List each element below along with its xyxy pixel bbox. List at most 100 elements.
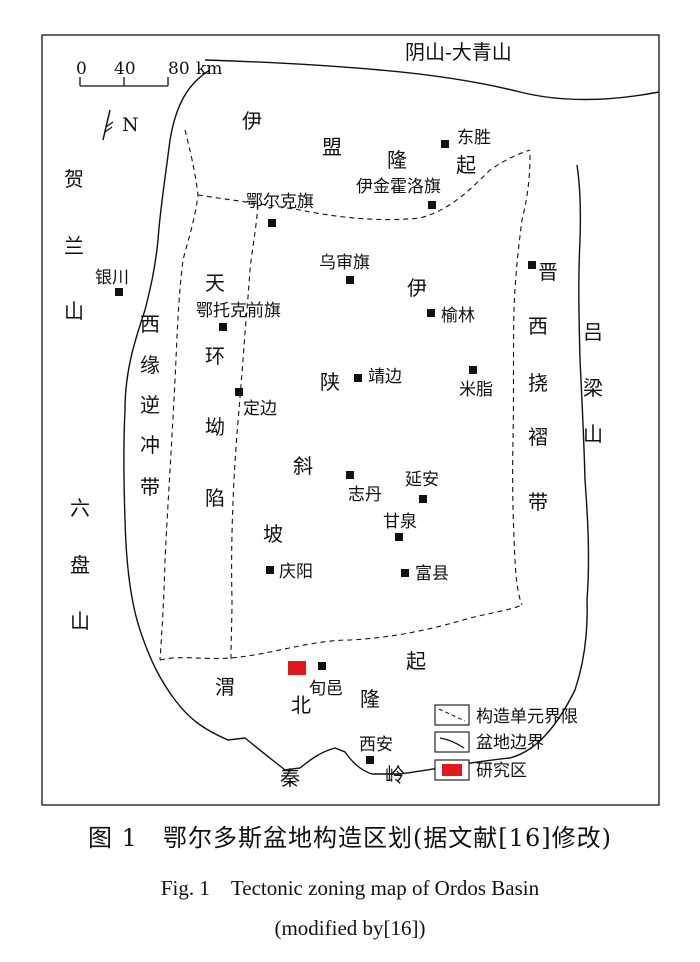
city-marker-xian xyxy=(366,756,374,764)
svg-text:西: 西 xyxy=(528,314,548,338)
svg-text:盟: 盟 xyxy=(322,135,342,159)
yinshan-edge xyxy=(204,59,660,101)
svg-text:陷: 陷 xyxy=(205,486,225,510)
svg-text:挠: 挠 xyxy=(528,371,548,395)
svg-text:起: 起 xyxy=(456,153,476,177)
city-marker-fuxian xyxy=(401,569,409,577)
city-marker-dingbian xyxy=(235,388,243,396)
svg-text:秦: 秦 xyxy=(280,766,300,790)
city-label-yanan: 延安 xyxy=(405,470,439,490)
figure-caption-zh: 图 1 鄂尔多斯盆地构造区划(据文献[16]修改) xyxy=(88,824,612,852)
north-label: N xyxy=(122,114,139,136)
city-marker-yijinhuoluo xyxy=(428,201,436,209)
city-marker-wushen xyxy=(346,276,354,284)
svg-text:坡: 坡 xyxy=(263,522,283,546)
svg-text:渭: 渭 xyxy=(215,675,235,699)
svg-text:逆: 逆 xyxy=(140,393,160,417)
svg-text:梁: 梁 xyxy=(583,376,603,400)
city-label-xunyi: 旬邑 xyxy=(309,679,343,699)
svg-text:山: 山 xyxy=(583,422,603,446)
svg-text:吕: 吕 xyxy=(583,320,603,344)
svg-text:起: 起 xyxy=(406,649,426,673)
scale-tick-40: 40 xyxy=(114,59,136,79)
city-marker-eerkeqi xyxy=(268,219,276,227)
region-label-xiyuan: 西 缘 逆 冲 带 xyxy=(140,312,160,499)
basin-boundary xyxy=(123,69,590,775)
city-marker-etuokeqian xyxy=(219,323,227,331)
region-label-helan: 贺 兰 山 xyxy=(64,167,84,323)
city-marker-yanan xyxy=(419,495,427,503)
svg-text:陕: 陕 xyxy=(320,370,340,394)
map-frame xyxy=(41,34,660,806)
city-marker-dongsheng xyxy=(441,140,449,148)
city-label-yulin: 榆林 xyxy=(441,306,475,326)
svg-text:隆: 隆 xyxy=(360,687,380,711)
city-labels: 东胜 伊金霍洛旗 鄂尔克旗 乌审旗 银川 鄂托克前旗 榆林 靖边 米脂 定边 志… xyxy=(95,128,493,755)
city-marker-ganquan xyxy=(395,533,403,541)
svg-text:岭: 岭 xyxy=(385,763,405,787)
figure-caption-en: Fig. 1 Tectonic zoning map of Ordos Basi… xyxy=(160,876,540,900)
tectonic-boundaries xyxy=(159,129,531,661)
scale-unit: km xyxy=(196,59,222,79)
city-marker-jin xyxy=(528,261,536,269)
region-label-yishan: 伊 陕 斜 坡 xyxy=(263,276,427,546)
legend-label-boundary: 构造单元界限 xyxy=(476,707,578,727)
city-markers xyxy=(115,140,536,764)
city-label-etuokeqian: 鄂托克前旗 xyxy=(196,301,281,321)
scale-tick-80: 80 xyxy=(168,59,190,79)
svg-text:贺: 贺 xyxy=(64,167,84,191)
svg-text:伊: 伊 xyxy=(407,276,427,300)
svg-text:带: 带 xyxy=(140,475,160,499)
svg-text:坳: 坳 xyxy=(205,415,225,439)
region-label-yimeng: 伊 盟 隆 起 xyxy=(242,109,476,177)
city-label-yijinhuoluo: 伊金霍洛旗 xyxy=(356,177,441,197)
city-label-dongsheng: 东胜 xyxy=(457,128,491,148)
svg-text:山: 山 xyxy=(70,609,90,633)
city-marker-xunyi xyxy=(318,662,326,670)
region-label-weibei: 渭 北 隆 起 xyxy=(215,649,426,717)
city-label-wushen: 乌审旗 xyxy=(319,253,370,273)
legend-label-basin-edge: 盆地边界 xyxy=(476,733,544,753)
svg-text:晋: 晋 xyxy=(538,260,558,284)
region-label-qinling: 秦 岭 xyxy=(280,763,405,790)
city-marker-yinchuan xyxy=(115,288,123,296)
legend-label-study-area: 研究区 xyxy=(476,761,527,781)
svg-text:隆: 隆 xyxy=(387,148,407,172)
svg-text:天: 天 xyxy=(205,271,225,295)
svg-text:兰: 兰 xyxy=(64,234,84,258)
scale-bar: 0 40 80 km xyxy=(76,59,222,87)
city-label-qingyang: 庆阳 xyxy=(279,562,313,582)
city-label-jingbian: 靖边 xyxy=(368,367,402,387)
svg-text:山: 山 xyxy=(64,299,84,323)
region-label-tianhuan: 天 环 坳 陷 xyxy=(205,271,225,510)
svg-text:斜: 斜 xyxy=(293,454,313,478)
svg-text:带: 带 xyxy=(528,490,548,514)
city-marker-yulin xyxy=(427,309,435,317)
svg-text:缘: 缘 xyxy=(140,353,160,377)
study-area-marker xyxy=(288,661,306,675)
svg-text:六: 六 xyxy=(70,496,90,520)
svg-text:北: 北 xyxy=(291,693,311,717)
svg-text:盘: 盘 xyxy=(70,553,90,577)
city-label-ganquan: 甘泉 xyxy=(383,512,417,532)
city-label-eerkeqi: 鄂尔克旗 xyxy=(246,192,314,212)
city-marker-qingyang xyxy=(266,566,274,574)
svg-text:西: 西 xyxy=(140,312,160,336)
region-label-yinshan: 阴山-大青山 xyxy=(405,40,512,64)
svg-text:伊: 伊 xyxy=(242,109,262,133)
region-label-luliang: 吕 梁 山 xyxy=(583,320,603,446)
city-marker-mizhi xyxy=(469,366,477,374)
city-label-yinchuan: 银川 xyxy=(95,268,129,288)
city-label-xian: 西安 xyxy=(359,735,393,755)
svg-text:冲: 冲 xyxy=(140,433,160,457)
figure-caption-en-source: (modified by[16]) xyxy=(274,916,426,940)
city-label-dingbian: 定边 xyxy=(243,399,277,419)
region-label-jinxi: 晋 西 挠 褶 带 xyxy=(528,260,558,514)
city-label-fuxian: 富县 xyxy=(415,564,449,584)
region-label-liupan: 六 盘 山 xyxy=(70,496,90,633)
city-label-zhidan: 志丹 xyxy=(348,485,382,505)
legend: 构造单元界限 盆地边界 研究区 xyxy=(434,704,578,781)
city-label-mizhi: 米脂 xyxy=(459,380,493,400)
city-marker-jingbian xyxy=(354,374,362,382)
